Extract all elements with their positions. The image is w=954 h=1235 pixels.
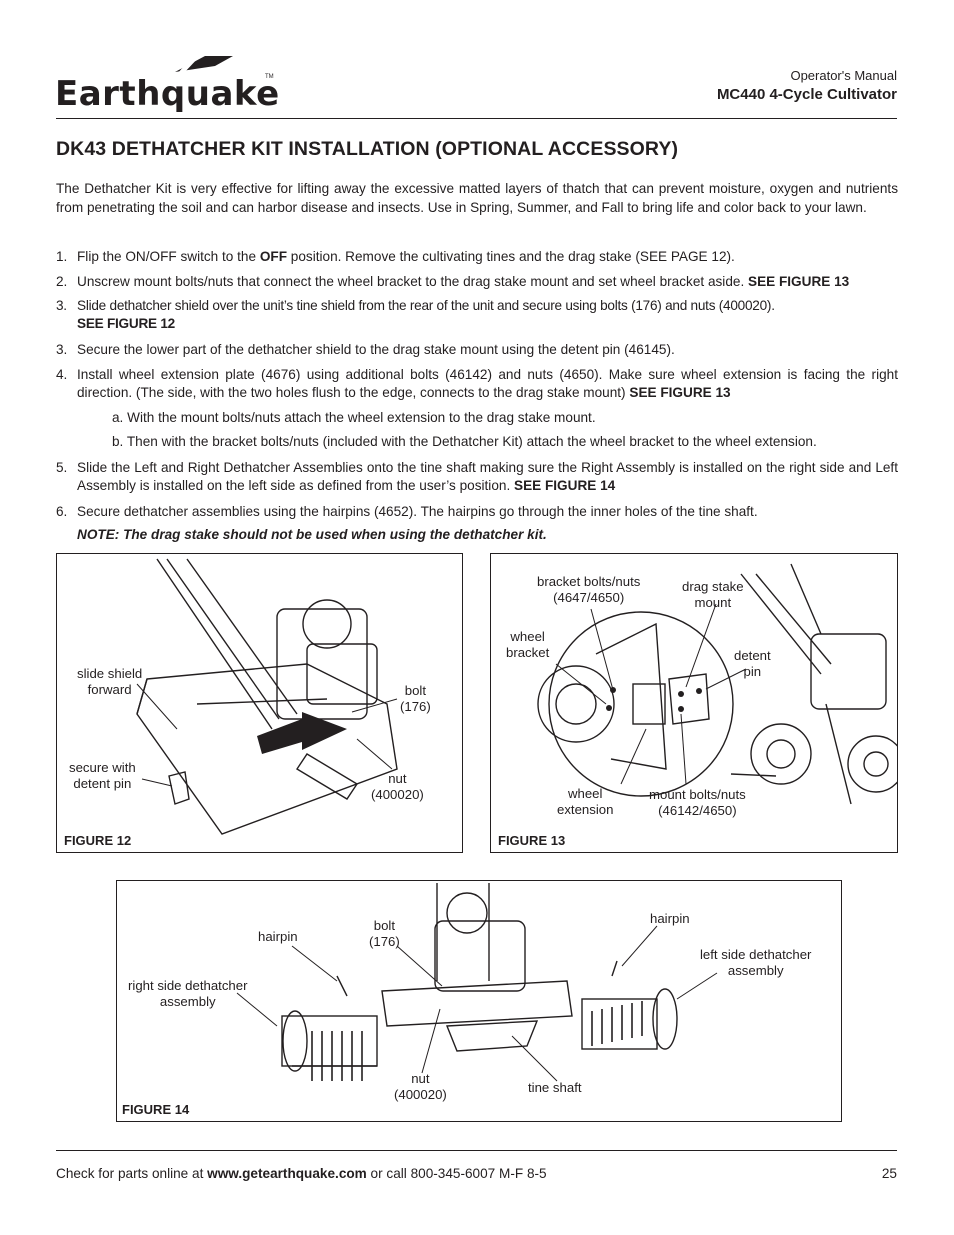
callout-bracket-bolts: bracket bolts/nuts(4647/4650) [537,574,641,605]
callout-nut: nut(400020) [394,1071,447,1102]
logo-wordmark: Earthquake [55,74,280,114]
model-name: MC440 4-Cycle Cultivator [716,86,897,103]
page-number: 25 [881,1166,897,1181]
step-2: 2. Unscrew mount bolts/nuts that connect… [56,274,850,289]
callout-nut: nut(400020) [371,771,424,802]
figure-14: hairpin bolt(176) hairpin left side deth… [116,880,842,1122]
step-5: 5. Slide the Left and Right Dethatcher A… [56,460,898,493]
doc-type: Operator's Manual [790,68,897,83]
step-3a: 3. Slide dethatcher shield over the unit… [56,298,775,331]
figure-14-label: FIGURE 14 [122,1102,190,1117]
figure-12-label: FIGURE 12 [64,833,132,848]
figure-13-label: FIGURE 13 [498,833,566,848]
website-link[interactable]: www.getearthquake.com [207,1166,367,1181]
step-3b: 3. Secure the lower part of the dethatch… [56,342,675,357]
substep-b: b. Then with the bracket bolts/nuts (inc… [112,434,817,449]
callout-bolt: bolt(176) [369,918,400,949]
callout-mount-bolts: mount bolts/nuts(46142/4650) [649,787,746,818]
wheel-extension-illustration [537,563,897,805]
dethatcher-shield-illustration [136,558,398,835]
step-4: 4. Install wheel extension plate (4676) … [56,367,898,400]
section-title: DK43 DETHATCHER KIT INSTALLATION (OPTION… [56,138,679,160]
earthquake-logo: Earthquake TM [55,52,280,114]
callout-bolt: bolt(176) [400,683,431,714]
substep-a: a. With the mount bolts/nuts attach the … [112,410,596,425]
figure-13: bracket bolts/nuts(4647/4650) drag stake… [490,553,898,853]
callout-tine-shaft: tine shaft [528,1080,582,1095]
callout-hairpin-left: hairpin [258,929,298,944]
header-info: Operator's Manual MC440 4-Cycle Cultivat… [717,68,897,103]
step-1: 1. Flip the ON/OFF switch to the OFF pos… [56,249,735,264]
note: NOTE: The drag stake should not be used … [77,527,547,542]
logo-trademark: TM [265,74,274,80]
footer-divider [56,1150,897,1151]
logo-swoosh-icon [75,56,235,74]
footer-text: Check for parts online at www.getearthqu… [56,1166,547,1181]
intro-paragraph: The Dethatcher Kit is very effective for… [56,181,898,215]
callout-hairpin-right: hairpin [650,911,690,926]
dethatcher-assemblies-illustration [236,883,718,1082]
header-divider [56,118,897,119]
step-6: 6. Secure dethatcher assemblies using th… [56,504,758,519]
